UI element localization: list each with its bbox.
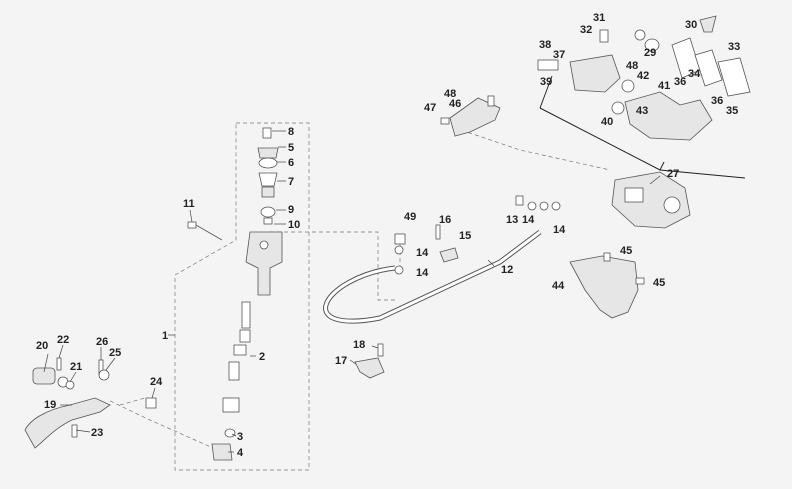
label-3: 3 xyxy=(237,431,243,443)
brake-pedal-assembly xyxy=(24,357,157,449)
label-7: 7 xyxy=(288,176,294,188)
caliper-group-bracket xyxy=(539,75,746,179)
label-31: 31 xyxy=(593,12,605,24)
label-14b: 14 xyxy=(553,224,566,236)
label-17: 17 xyxy=(335,355,347,367)
label-46: 46 xyxy=(449,98,461,110)
label-37: 37 xyxy=(553,49,565,61)
label-29: 29 xyxy=(644,47,656,59)
bolt-11 xyxy=(187,221,223,241)
label-6: 6 xyxy=(288,157,294,169)
label-26: 26 xyxy=(96,336,108,348)
label-19: 19 xyxy=(44,399,56,411)
label-4: 4 xyxy=(237,447,244,459)
label-32: 32 xyxy=(580,24,592,36)
label-21: 21 xyxy=(70,361,82,373)
label-43: 43 xyxy=(636,105,648,117)
label-10: 10 xyxy=(288,219,300,231)
label-30: 30 xyxy=(685,19,697,31)
label-48a: 48 xyxy=(444,88,456,100)
label-15: 15 xyxy=(459,230,471,242)
master-cylinder-parts xyxy=(211,127,283,461)
label-42: 42 xyxy=(637,70,649,82)
label-8: 8 xyxy=(288,126,294,138)
assembly-connection-lines xyxy=(107,127,611,453)
assembled-caliper xyxy=(611,171,691,229)
label-12: 12 xyxy=(501,264,513,276)
label-18: 18 xyxy=(353,339,365,351)
label-40: 40 xyxy=(601,116,613,128)
caliper-bracket xyxy=(440,95,501,137)
label-27: 27 xyxy=(667,168,679,180)
label-22: 22 xyxy=(57,334,69,346)
label-14d: 14 xyxy=(416,267,429,279)
label-11: 11 xyxy=(183,198,195,210)
label-48b: 48 xyxy=(626,60,638,72)
label-25: 25 xyxy=(109,347,121,359)
label-24: 24 xyxy=(150,376,163,388)
label-34: 34 xyxy=(688,68,701,80)
label-2: 2 xyxy=(259,351,265,363)
label-41: 41 xyxy=(658,80,670,92)
label-35: 35 xyxy=(726,105,738,117)
label-39: 39 xyxy=(540,76,552,88)
label-23: 23 xyxy=(91,427,103,439)
brake-disc-guard xyxy=(569,252,645,319)
label-45a: 45 xyxy=(620,245,632,257)
label-47: 47 xyxy=(424,102,436,114)
label-16: 16 xyxy=(439,214,451,226)
label-38: 38 xyxy=(539,39,551,51)
label-14a: 14 xyxy=(522,214,535,226)
label-36b: 36 xyxy=(711,95,723,107)
label-45b: 45 xyxy=(653,277,665,289)
caliper-exploded-group xyxy=(537,15,751,141)
label-14c: 14 xyxy=(416,247,429,259)
label-20: 20 xyxy=(36,340,48,352)
part-labels: 1 2 3 4 5 6 7 8 9 10 11 12 13 14 14 14 1… xyxy=(36,12,740,459)
label-13: 13 xyxy=(506,214,518,226)
label-49: 49 xyxy=(404,211,416,223)
label-44: 44 xyxy=(552,280,565,292)
label-1: 1 xyxy=(162,330,168,342)
hose-clamp-bracket xyxy=(354,343,385,379)
label-9: 9 xyxy=(288,204,294,216)
hose-fittings xyxy=(394,195,561,275)
brake-hose xyxy=(323,230,542,324)
label-36a: 36 xyxy=(674,76,686,88)
master-cylinder-assembly-outline xyxy=(174,122,310,471)
label-5: 5 xyxy=(288,142,294,154)
leader-lines xyxy=(43,130,661,453)
label-33: 33 xyxy=(728,41,740,53)
